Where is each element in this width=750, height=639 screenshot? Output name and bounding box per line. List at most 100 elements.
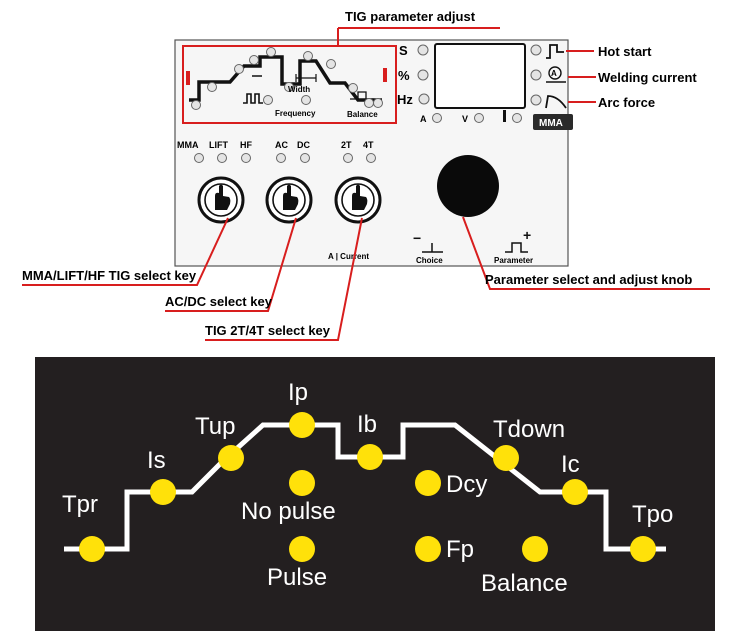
meter-a-led [432, 113, 442, 123]
mma-badge-label: MMA [539, 118, 563, 129]
meter-s-led [417, 44, 429, 56]
frequency-label: Frequency [275, 109, 316, 118]
parameter-control: + Parameter [494, 227, 533, 265]
thermo-led [512, 113, 522, 123]
tpo-label: Tpo [632, 501, 673, 528]
parameter-label: Parameter [494, 256, 533, 265]
meter-pct-label: % [398, 68, 410, 83]
parameter-wave-icon [505, 242, 528, 253]
tig-parameter-title: TIG parameter adjust [345, 9, 476, 24]
ib-dot [357, 444, 383, 470]
tdown-dot [493, 445, 519, 471]
finger-press-icon [352, 184, 368, 210]
current-label: A | Current [328, 252, 369, 261]
choice-label: Choice [416, 256, 443, 265]
mma-lift-hf-key-button[interactable] [197, 176, 245, 224]
key-labels: MMA LIFT HF AC DC 2T 4T [177, 140, 376, 163]
ic-label: Ic [561, 451, 580, 478]
hot-start-callout: Hot start [598, 44, 652, 59]
knob-callout: Parameter select and adjust knob [485, 272, 692, 287]
tig-title-leader [337, 27, 500, 46]
tup-dot [218, 445, 244, 471]
meter-pct-led [417, 69, 429, 81]
key2-label-dc: DC [297, 140, 310, 150]
mma-params: A MMA [530, 44, 573, 130]
waveform-panel: Tpr Is Tup Ip Ib Tdown Ic Tpo Dcy Fp No … [35, 357, 715, 631]
torch-mini-left-icon [186, 71, 190, 85]
hot-start-icon [546, 44, 564, 59]
ic-dot [562, 479, 588, 505]
key1-label-lift: LIFT [209, 140, 228, 150]
tup-label: Tup [195, 413, 235, 440]
meter-v-led [474, 113, 484, 123]
pulse-icon [243, 93, 263, 104]
ac-dc-key-button[interactable] [265, 176, 313, 224]
pulse-label: Pulse [267, 564, 327, 591]
finger-press-icon [215, 184, 231, 210]
is-dot [150, 479, 176, 505]
no-pulse-dot [289, 470, 315, 496]
meter-v-label: V [462, 114, 468, 124]
tdown-label: Tdown [493, 416, 565, 443]
parameter-knob[interactable] [437, 155, 499, 217]
finger-press-icon [283, 184, 299, 210]
welding-current-led [530, 69, 542, 81]
key3-label-2t: 2T [341, 140, 352, 150]
ip-dot [289, 412, 315, 438]
welding-current-callout: Welding current [598, 70, 697, 85]
thermometer-icon [503, 110, 506, 122]
arc-force-icon [545, 95, 567, 109]
choice-control: − Choice [413, 230, 443, 265]
fp-dot [415, 536, 441, 562]
meter-a-label: A [420, 114, 427, 124]
dcy-label: Dcy [446, 471, 487, 498]
balance-label-lower: Balance [481, 570, 568, 597]
mini-leds [191, 47, 383, 110]
meter-hz-led [418, 93, 430, 105]
arc-force-led [530, 94, 542, 106]
balance-label: Balance [347, 110, 378, 119]
ip-label: Ip [288, 379, 308, 406]
arc-force-callout: Arc force [598, 95, 655, 110]
mma-key-callout: MMA/LIFT/HF TIG select key [22, 268, 197, 283]
dcy-dot [415, 470, 441, 496]
meter-s-label: S [399, 43, 408, 58]
mma-badge [533, 114, 573, 130]
meter-hz-label: Hz [397, 92, 413, 107]
is-label: Is [147, 447, 166, 474]
key1-label-mma: MMA [177, 140, 199, 150]
mma-key-leader [22, 217, 229, 286]
welding-current-icon [548, 66, 562, 80]
front-panel: Width Frequency Balance S % Hz A V [174, 39, 573, 267]
lcd-screen [434, 43, 526, 109]
key2-label-ac: AC [275, 140, 288, 150]
tig-2t-4t-key-button[interactable] [334, 176, 382, 224]
tpr-label: Tpr [62, 491, 98, 518]
tig-key-callout: TIG 2T/4T select key [205, 323, 331, 338]
tpr-dot [79, 536, 105, 562]
knob-leader [462, 216, 710, 290]
display-meter: S % Hz A V [397, 43, 526, 124]
tig-parameter-box [182, 45, 397, 124]
choice-arrow-icon [422, 243, 443, 253]
key1-label-hf: HF [240, 140, 252, 150]
acdc-key-leader [165, 217, 297, 312]
svg-text:A: A [551, 69, 557, 78]
tig-key-leader [205, 217, 363, 341]
callouts: TIG parameter adjust Hot start Welding c… [22, 9, 710, 341]
no-pulse-label: No pulse [241, 498, 336, 525]
width-label: Width [288, 85, 310, 94]
balance-dot [522, 536, 548, 562]
key3-label-4t: 4T [363, 140, 374, 150]
tpo-dot [630, 536, 656, 562]
fp-label: Fp [446, 536, 474, 563]
torch-mini-right-icon [383, 68, 387, 82]
parameter-sign: + [523, 227, 531, 243]
acdc-key-callout: AC/DC select key [165, 294, 273, 309]
choice-sign: − [413, 230, 421, 246]
hot-start-led [530, 44, 542, 56]
ib-label: Ib [357, 411, 377, 438]
pulse-dot [289, 536, 315, 562]
